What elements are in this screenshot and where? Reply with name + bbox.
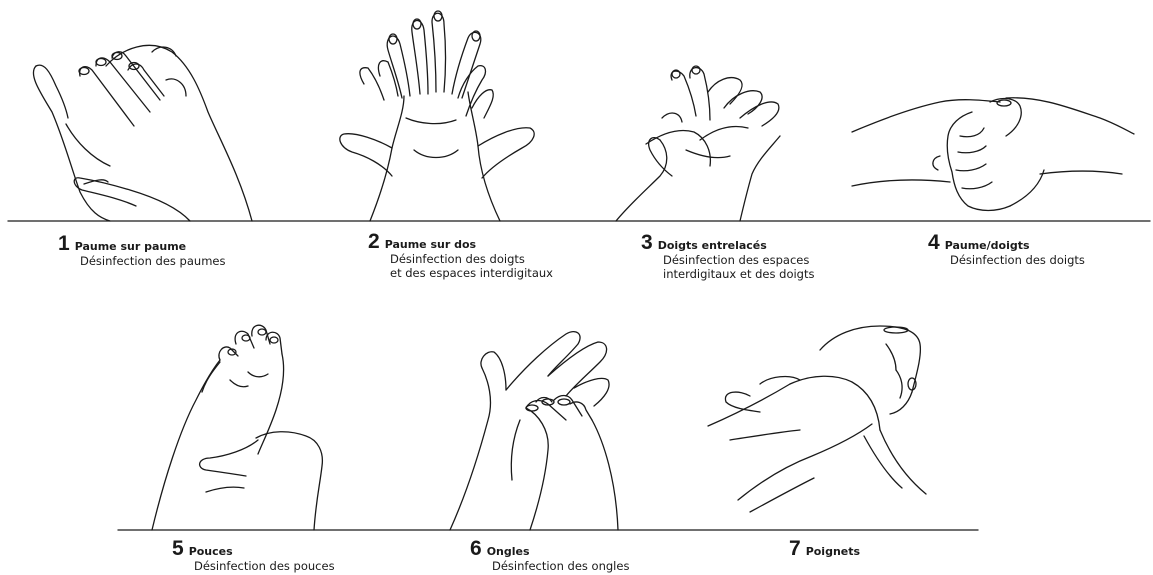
step-3-caption: 3 Doigts entrelacés Désinfection des esp… — [641, 233, 814, 281]
step-4-caption: 4 Paume/doigts Désinfection des doigts — [928, 233, 1085, 267]
palm-over-back-hands-icon — [340, 11, 534, 221]
step-title: Ongles — [487, 545, 530, 558]
step-title: Poignets — [806, 545, 860, 558]
step-title: Paume sur dos — [385, 238, 476, 251]
step-number: 7 — [789, 539, 801, 559]
step-number: 5 — [172, 539, 184, 559]
step-6-caption: 6 Ongles Désinfection des ongles — [470, 539, 629, 573]
step-number: 2 — [368, 232, 380, 252]
step-description: Désinfection des espaces — [641, 253, 814, 267]
step-number: 6 — [470, 539, 482, 559]
wrist-rub-hands-icon — [708, 326, 926, 512]
step-description: Désinfection des ongles — [470, 559, 629, 573]
step-5-caption: 5 Pouces Désinfection des pouces — [172, 539, 335, 573]
step-title: Paume sur paume — [75, 240, 186, 253]
thumb-rotation-hands-icon — [152, 325, 322, 530]
step-title: Paume/doigts — [945, 239, 1030, 252]
step-number: 3 — [641, 233, 653, 253]
palm-fingers-grip-hands-icon — [852, 98, 1134, 211]
interlaced-fingers-hands-icon — [616, 66, 780, 221]
step-description: Désinfection des pouces — [172, 559, 335, 573]
step-title: Doigts entrelacés — [658, 239, 767, 252]
step-7-caption: 7 Poignets — [789, 539, 860, 559]
step-1-caption: 1 Paume sur paume Désinfection des paume… — [58, 234, 225, 268]
step-description: interdigitaux et des doigts — [641, 267, 814, 281]
step-description: Désinfection des doigts — [928, 253, 1085, 267]
step-number: 4 — [928, 233, 940, 253]
step-number: 1 — [58, 234, 70, 254]
step-title: Pouces — [189, 545, 233, 558]
palm-to-palm-hands-icon — [33, 45, 252, 221]
step-2-caption: 2 Paume sur dos Désinfection des doigts … — [368, 232, 553, 280]
fingertips-nails-hands-icon — [450, 332, 618, 530]
step-description: et des espaces interdigitaux — [368, 266, 553, 280]
step-description: Désinfection des paumes — [58, 254, 225, 268]
step-description: Désinfection des doigts — [368, 252, 553, 266]
